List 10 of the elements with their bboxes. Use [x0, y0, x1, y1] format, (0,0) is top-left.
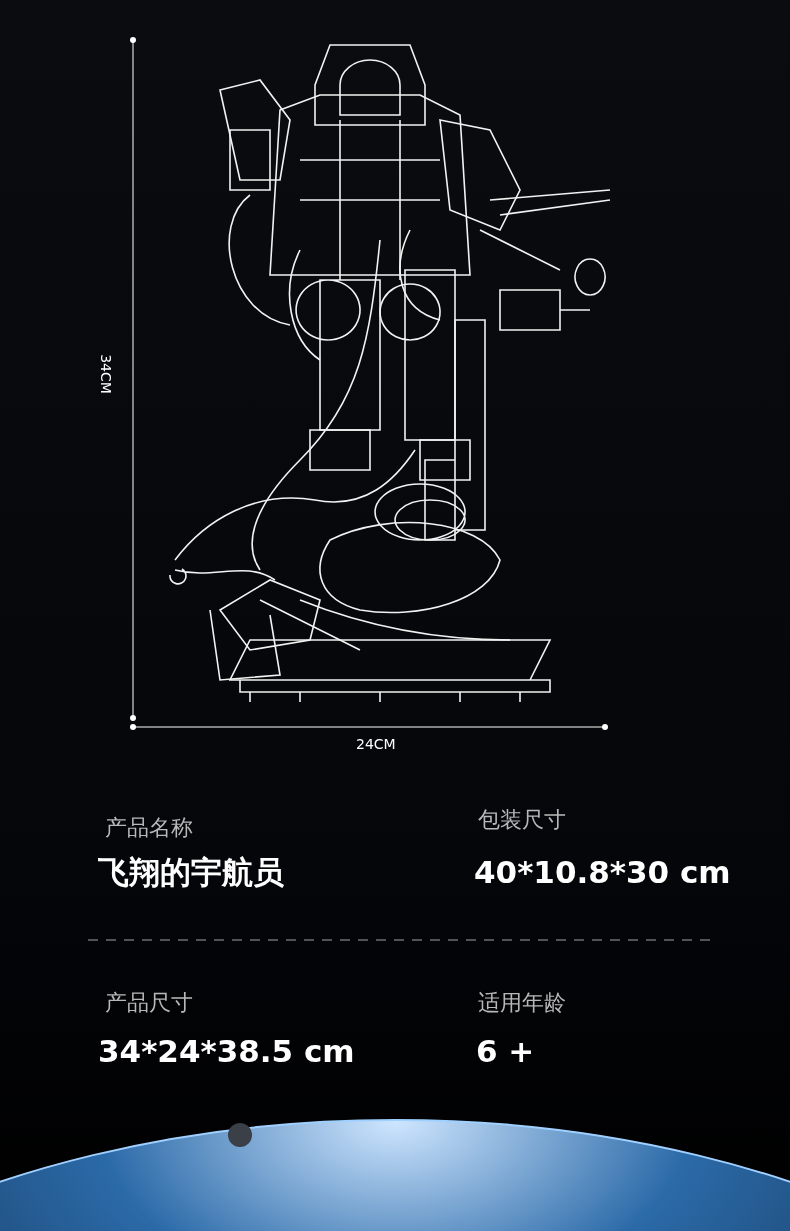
field-label: 包装尺寸: [478, 807, 566, 833]
field-label: 产品尺寸: [105, 990, 193, 1016]
field-label: 适用年龄: [478, 990, 566, 1016]
dimension-label: 24CM: [356, 736, 396, 753]
field-value: 40*10.8*30 cm: [474, 855, 731, 891]
field-value: 飞翔的宇航员: [98, 855, 284, 891]
dimension-label: 34CM: [97, 354, 114, 394]
field-value: 6 +: [476, 1034, 535, 1070]
field-label: 产品名称: [105, 815, 193, 841]
field-value: 34*24*38.5 cm: [98, 1034, 355, 1070]
